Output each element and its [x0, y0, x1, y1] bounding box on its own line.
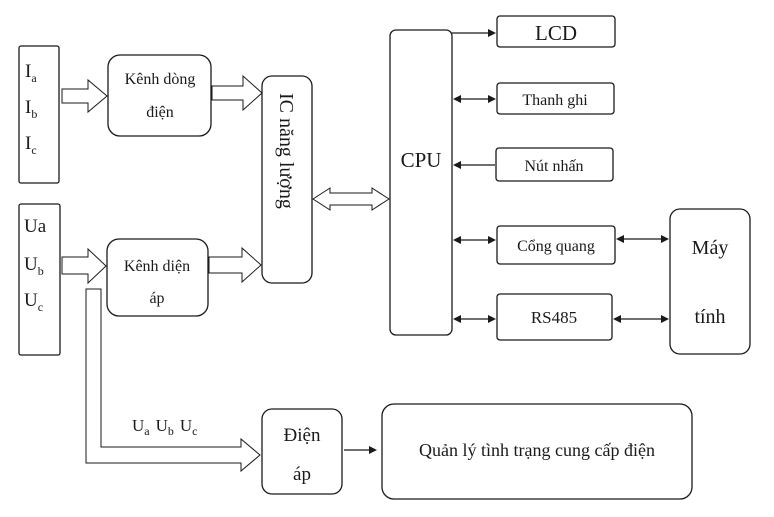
computer-box: Máy tính: [669, 208, 751, 355]
lcd-label: LCD: [535, 21, 577, 45]
arrow-voltage-bus-to-voltage-box: [85, 288, 261, 473]
voltage-channel-line1: Kênh diện: [124, 258, 190, 275]
voltage-channel-box: Kênh diện áp: [106, 238, 209, 317]
arrow-optical-computer: [616, 235, 669, 243]
energy-ic-label: IC năng lượng: [275, 93, 297, 209]
button-label: Nút nhấn: [524, 158, 583, 175]
cpu-label: CPU: [401, 148, 442, 172]
voltage-inputs-box: Ua Ub Uc: [18, 203, 61, 356]
arrow-voltage-to-channel: [61, 247, 107, 285]
optical-port-box: Cổng quang: [496, 225, 616, 265]
voltage-box-line1: Điện: [284, 425, 321, 446]
input-ua: Ua: [24, 216, 47, 237]
arrow-cpu-optical: [453, 236, 496, 244]
voltage-box: Điện áp: [261, 408, 343, 495]
arrow-voltage-channel-to-ic: [208, 246, 262, 284]
input-ic: Ic: [25, 133, 37, 157]
register-box: Thanh ghi: [496, 82, 615, 115]
voltage-channel-line2: áp: [149, 290, 164, 307]
arrow-cpu-register: [453, 95, 496, 103]
input-ub: Ub: [24, 254, 44, 278]
arrow-rs485-computer: [613, 315, 669, 323]
lcd-box: LCD: [496, 15, 616, 48]
arrow-voltage-to-supply: [344, 446, 377, 454]
arrow-cpu-to-lcd: [452, 29, 496, 37]
computer-line1: Máy: [692, 237, 729, 259]
optical-port-label: Cổng quang: [517, 238, 595, 255]
current-channel-box: Kênh dòng điện: [107, 54, 212, 137]
energy-ic-box: IC năng lượng: [261, 75, 313, 284]
supply-status-box: Quản lý tình trạng cung cấp điện: [381, 403, 693, 500]
input-uc: Uc: [24, 290, 43, 314]
arrow-button-to-cpu: [453, 161, 495, 169]
arrow-cpu-rs485: [453, 315, 496, 323]
rs485-label: RS485: [531, 308, 577, 327]
rs485-box: RS485: [496, 293, 613, 341]
computer-line2: tính: [694, 306, 725, 328]
button-box: Nút nhấn: [495, 147, 614, 182]
input-ib: Ib: [25, 97, 37, 121]
current-inputs-box: Ia Ib Ic: [18, 45, 60, 184]
voltage-box-line2: áp: [293, 464, 311, 485]
arrow-current-channel-to-ic: [211, 74, 263, 112]
register-label: Thanh ghi: [522, 92, 588, 109]
current-channel-line2: điện: [146, 104, 174, 121]
arrow-ic-cpu-bidirectional: [312, 187, 390, 211]
arrow-current-to-channel: [61, 78, 108, 114]
current-channel-line1: Kênh dòng: [125, 71, 196, 88]
cpu-box: CPU: [389, 29, 453, 336]
input-ia: Ia: [25, 61, 37, 85]
supply-status-label: Quản lý tình trạng cung cấp điện: [419, 440, 655, 460]
